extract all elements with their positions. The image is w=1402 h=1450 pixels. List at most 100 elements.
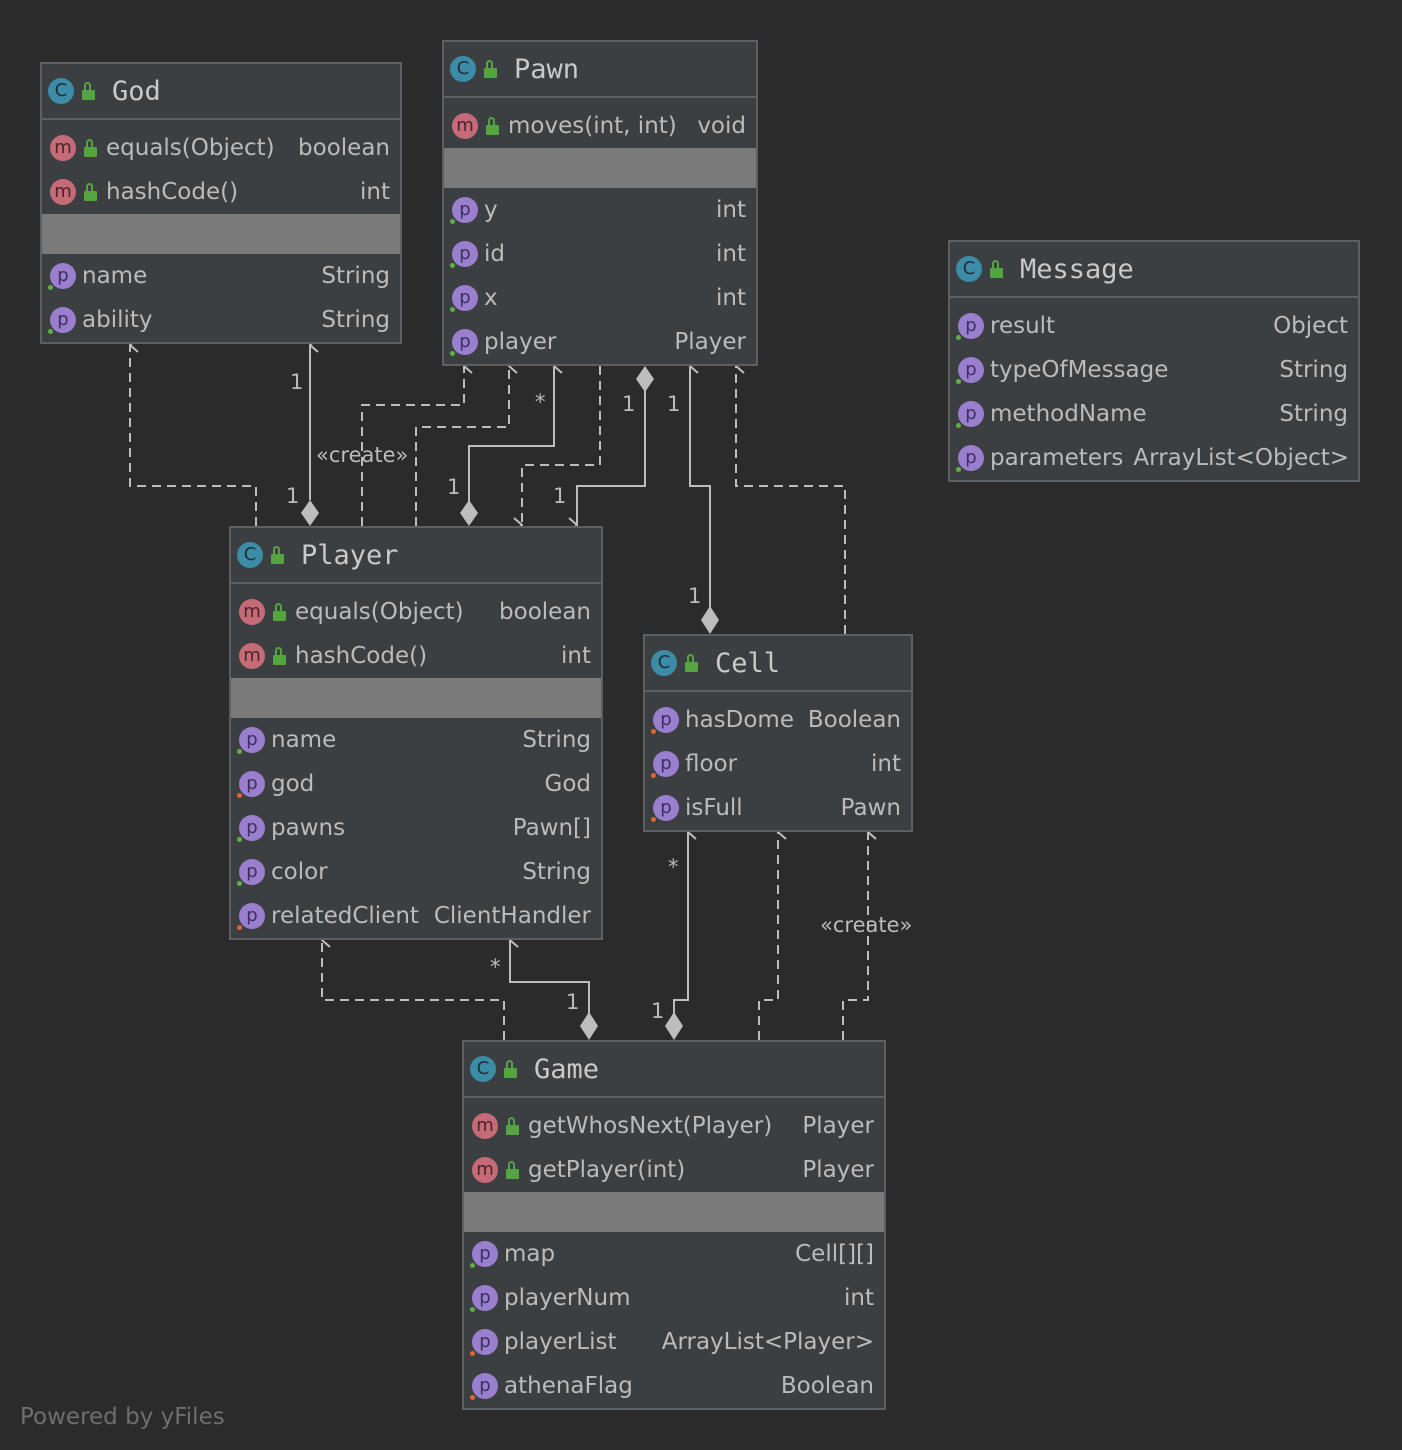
field-row[interactable]: p x int: [444, 276, 756, 320]
field-type: Boolean: [807, 707, 901, 733]
field-icon: p: [237, 859, 265, 886]
class-header: C Cell: [645, 636, 911, 692]
field-icon: p: [48, 263, 76, 290]
dep-pawn-player: [522, 366, 601, 525]
field-row[interactable]: p color String: [231, 850, 601, 894]
field-row[interactable]: p relatedClient ClientHandler: [231, 894, 601, 938]
method-name: getWhosNext(Player): [528, 1113, 773, 1139]
public-lock-icon: [484, 60, 500, 78]
method-row[interactable]: m equals(Object) boolean: [42, 126, 400, 170]
field-row[interactable]: p pawns Pawn[]: [231, 806, 601, 850]
method-row[interactable]: m getPlayer(int) Player: [464, 1148, 884, 1192]
section-separator: [464, 1192, 884, 1232]
public-lock-icon: [84, 183, 100, 201]
field-icon: p: [450, 197, 478, 224]
field-name: floor: [685, 751, 738, 777]
method-row[interactable]: m equals(Object) boolean: [231, 590, 601, 634]
create-player-pawn: [361, 366, 464, 526]
field-row[interactable]: p result Object: [950, 304, 1358, 348]
class-header: C Game: [464, 1042, 884, 1098]
mult-pawns-1: 1: [447, 475, 461, 499]
field-row[interactable]: p typeOfMessage String: [950, 348, 1358, 392]
method-type: Player: [802, 1113, 874, 1139]
class-player[interactable]: C Player m equals(Object) boolean m hash…: [229, 526, 603, 940]
diamond-player-god: [301, 500, 319, 526]
field-name: playerNum: [504, 1285, 631, 1311]
public-lock-icon: [273, 603, 289, 621]
field-row[interactable]: p methodName String: [950, 392, 1358, 436]
field-row[interactable]: p floor int: [645, 742, 911, 786]
field-row[interactable]: p parameters ArrayList<Object>: [950, 436, 1358, 480]
method-row[interactable]: m moves(int, int) void: [444, 104, 756, 148]
method-icon: m: [472, 1157, 498, 1183]
class-icon: C: [450, 56, 476, 82]
mult-pawn-player-1b: 1: [553, 484, 567, 508]
field-row[interactable]: p athenaFlag Boolean: [464, 1364, 884, 1408]
method-icon: m: [50, 179, 76, 205]
class-game[interactable]: C Game m getWhosNext(Player) Player m ge…: [462, 1040, 886, 1410]
field-name: typeOfMessage: [990, 357, 1169, 383]
field-row[interactable]: p isFull Pawn: [645, 786, 911, 830]
field-row[interactable]: p map Cell[][]: [464, 1232, 884, 1276]
field-name: pawns: [271, 815, 346, 841]
field-name: result: [990, 313, 1056, 339]
field-name: x: [484, 285, 498, 311]
field-type: int: [716, 241, 746, 267]
mult-player-god-1: 1: [286, 484, 300, 508]
method-row[interactable]: m hashCode() int: [231, 634, 601, 678]
field-row[interactable]: p y int: [444, 188, 756, 232]
field-row[interactable]: p ability String: [42, 298, 400, 342]
field-type: String: [321, 307, 390, 333]
public-lock-icon: [506, 1161, 522, 1179]
field-row[interactable]: p playerList ArrayList<Player>: [464, 1320, 884, 1364]
class-god[interactable]: C God m equals(Object) boolean m hashCod…: [40, 62, 402, 344]
field-name: id: [484, 241, 505, 267]
class-pawn[interactable]: C Pawn m moves(int, int) void p y int p …: [442, 40, 758, 366]
method-type: void: [697, 113, 746, 139]
field-icon: p: [470, 1241, 498, 1268]
field-row[interactable]: p id int: [444, 232, 756, 276]
comp-game-cell: [673, 832, 688, 1014]
method-name: hashCode(): [295, 643, 428, 669]
field-icon: p: [956, 313, 984, 340]
diamond-game-player: [580, 1012, 598, 1040]
public-lock-icon: [271, 546, 287, 564]
field-row[interactable]: p name String: [231, 718, 601, 762]
field-type: int: [844, 1285, 874, 1311]
field-name: god: [271, 771, 315, 797]
field-row[interactable]: p hasDome Boolean: [645, 698, 911, 742]
field-type: int: [871, 751, 901, 777]
field-row[interactable]: p playerNum int: [464, 1276, 884, 1320]
field-row[interactable]: p name String: [42, 254, 400, 298]
class-message[interactable]: C Message p result Object p typeOfMessag…: [948, 240, 1360, 482]
method-name: equals(Object): [106, 135, 275, 161]
diamond-pawn-player: [636, 366, 654, 392]
mult-game-cell-many: *: [668, 855, 679, 879]
field-type: String: [1279, 357, 1348, 383]
dep-player-pawn: [415, 366, 509, 526]
mult-game-player-many: *: [490, 955, 501, 979]
mult-pawns-many: *: [535, 390, 546, 414]
method-icon: m: [452, 113, 478, 139]
method-row[interactable]: m hashCode() int: [42, 170, 400, 214]
field-name: relatedClient: [271, 903, 419, 929]
field-type: String: [321, 263, 390, 289]
field-row[interactable]: p player Player: [444, 320, 756, 364]
field-type: int: [716, 285, 746, 311]
field-icon: p: [237, 771, 265, 798]
field-name: name: [271, 727, 337, 753]
method-name: moves(int, int): [508, 113, 677, 139]
class-icon: C: [237, 542, 263, 568]
method-row[interactable]: m getWhosNext(Player) Player: [464, 1104, 884, 1148]
method-type: boolean: [499, 599, 591, 625]
class-cell[interactable]: C Cell p hasDome Boolean p floor int p i…: [643, 634, 913, 832]
method-type: int: [360, 179, 390, 205]
field-type: God: [544, 771, 592, 797]
method-icon: m: [239, 599, 265, 625]
class-name: Game: [534, 1053, 600, 1085]
mult-pawn-player-1a: 1: [622, 392, 636, 416]
field-icon: p: [651, 795, 679, 822]
field-type: ArrayList<Object>: [1133, 445, 1350, 471]
field-row[interactable]: p god God: [231, 762, 601, 806]
dep-game-cell: [758, 832, 778, 1040]
